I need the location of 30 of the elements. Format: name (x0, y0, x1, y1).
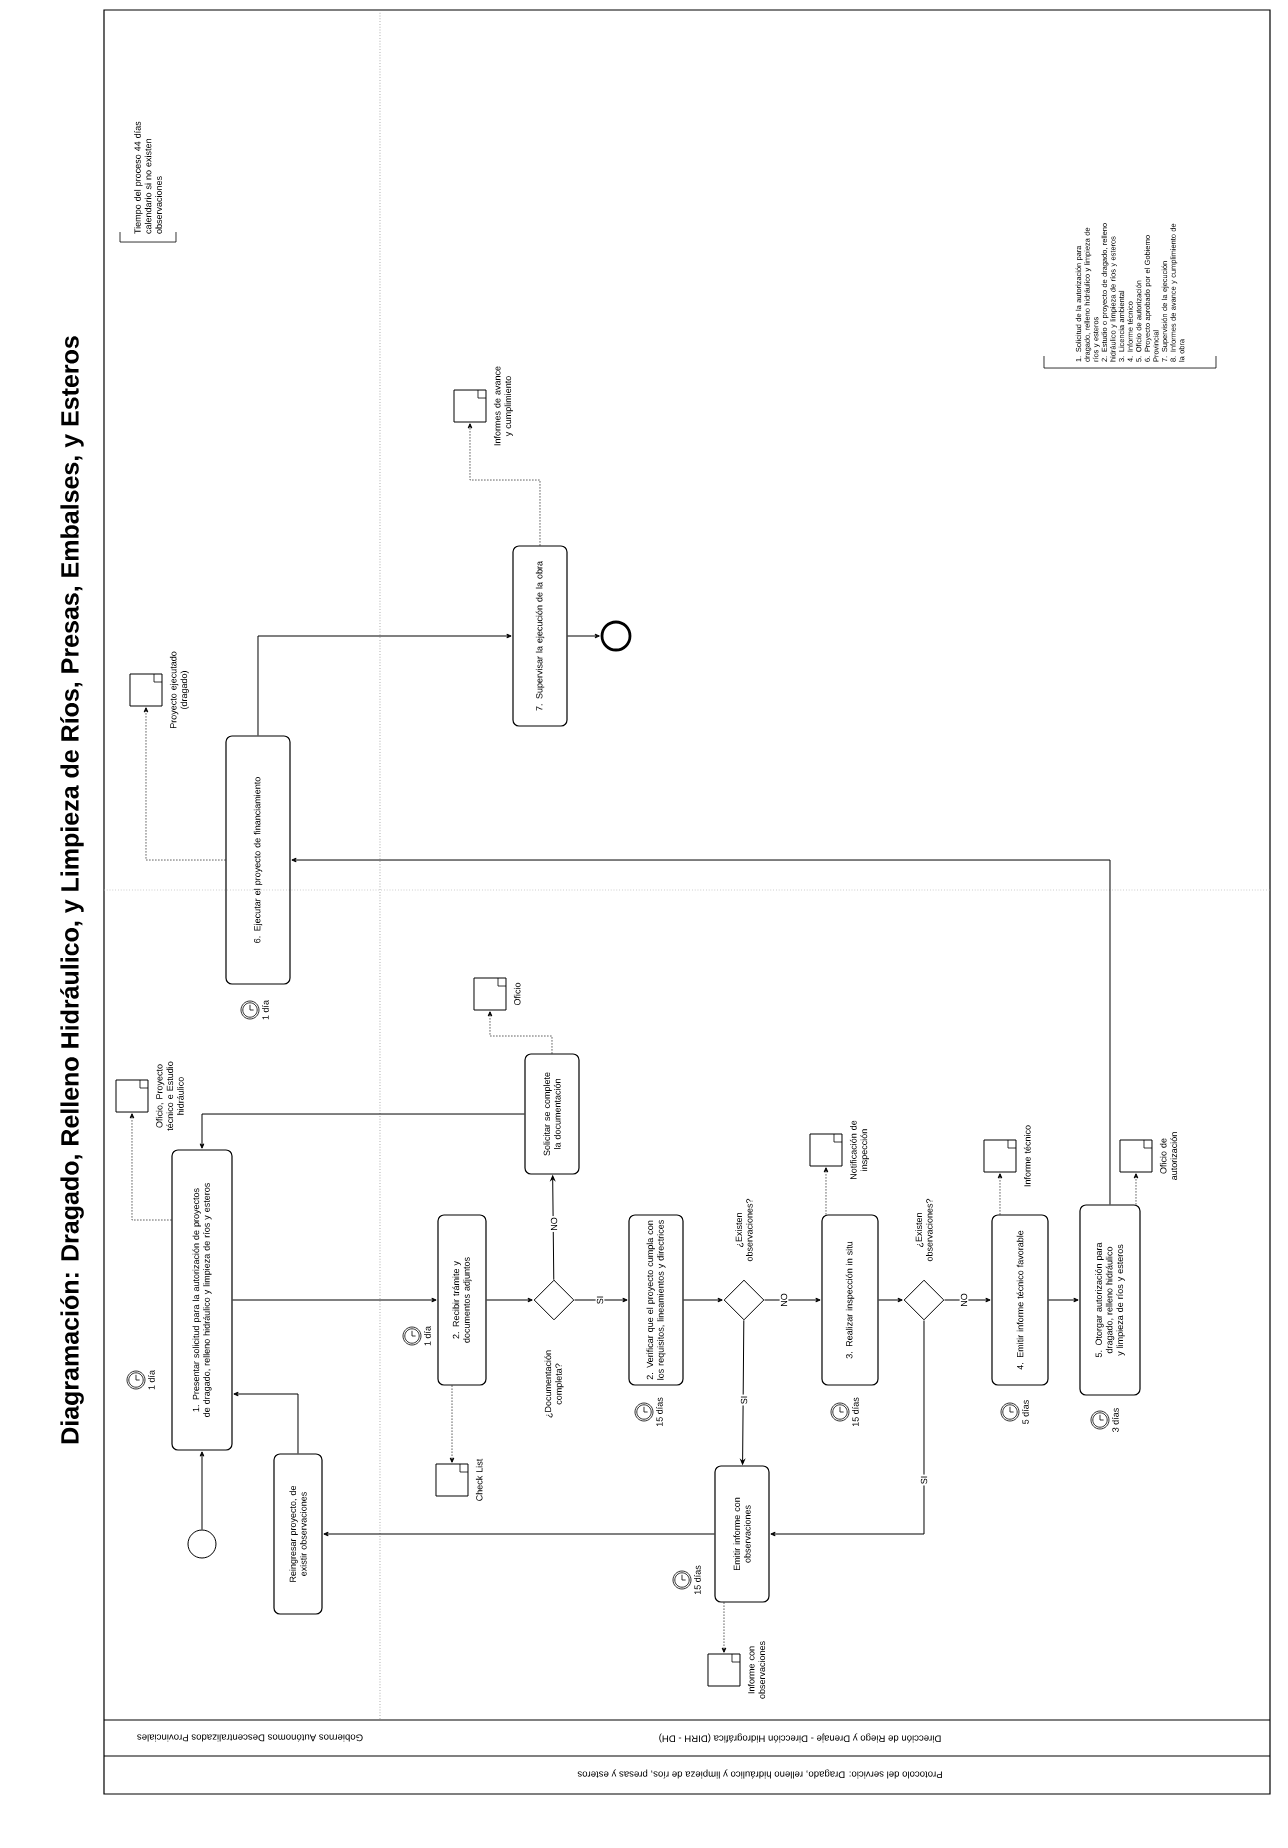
association-line (1133, 1173, 1139, 1205)
arrow (291, 857, 1111, 1205)
arrow (683, 1297, 723, 1303)
arrow (199, 1451, 205, 1530)
arrow (764, 1297, 821, 1303)
end-event (600, 620, 632, 652)
association-line (721, 1602, 727, 1653)
association-line (143, 707, 226, 861)
association-line (129, 1113, 172, 1221)
title: Diagramación: Dragado, Relleno Hidráulico, y Limpieza de Ríos, Presas, Embalses, y Esteros (60, 336, 84, 1444)
arrow (1048, 1297, 1079, 1303)
arrow (567, 633, 600, 639)
association-line (467, 423, 541, 546)
association-line (823, 1167, 829, 1215)
arrow (486, 1297, 533, 1303)
arrow (740, 1319, 745, 1465)
association-line (449, 1385, 455, 1463)
arrow (233, 1391, 299, 1454)
arrow (550, 1175, 556, 1281)
association-line (997, 1173, 1003, 1215)
arrow (878, 1297, 903, 1303)
arrow (770, 1320, 925, 1537)
arrow (944, 1297, 991, 1303)
arrow (232, 1297, 437, 1303)
arrow (199, 1113, 525, 1149)
association-line (487, 1011, 553, 1054)
arrow (323, 1531, 715, 1537)
arrow (574, 1297, 628, 1303)
start-event (187, 1529, 217, 1559)
arrow (257, 633, 512, 736)
